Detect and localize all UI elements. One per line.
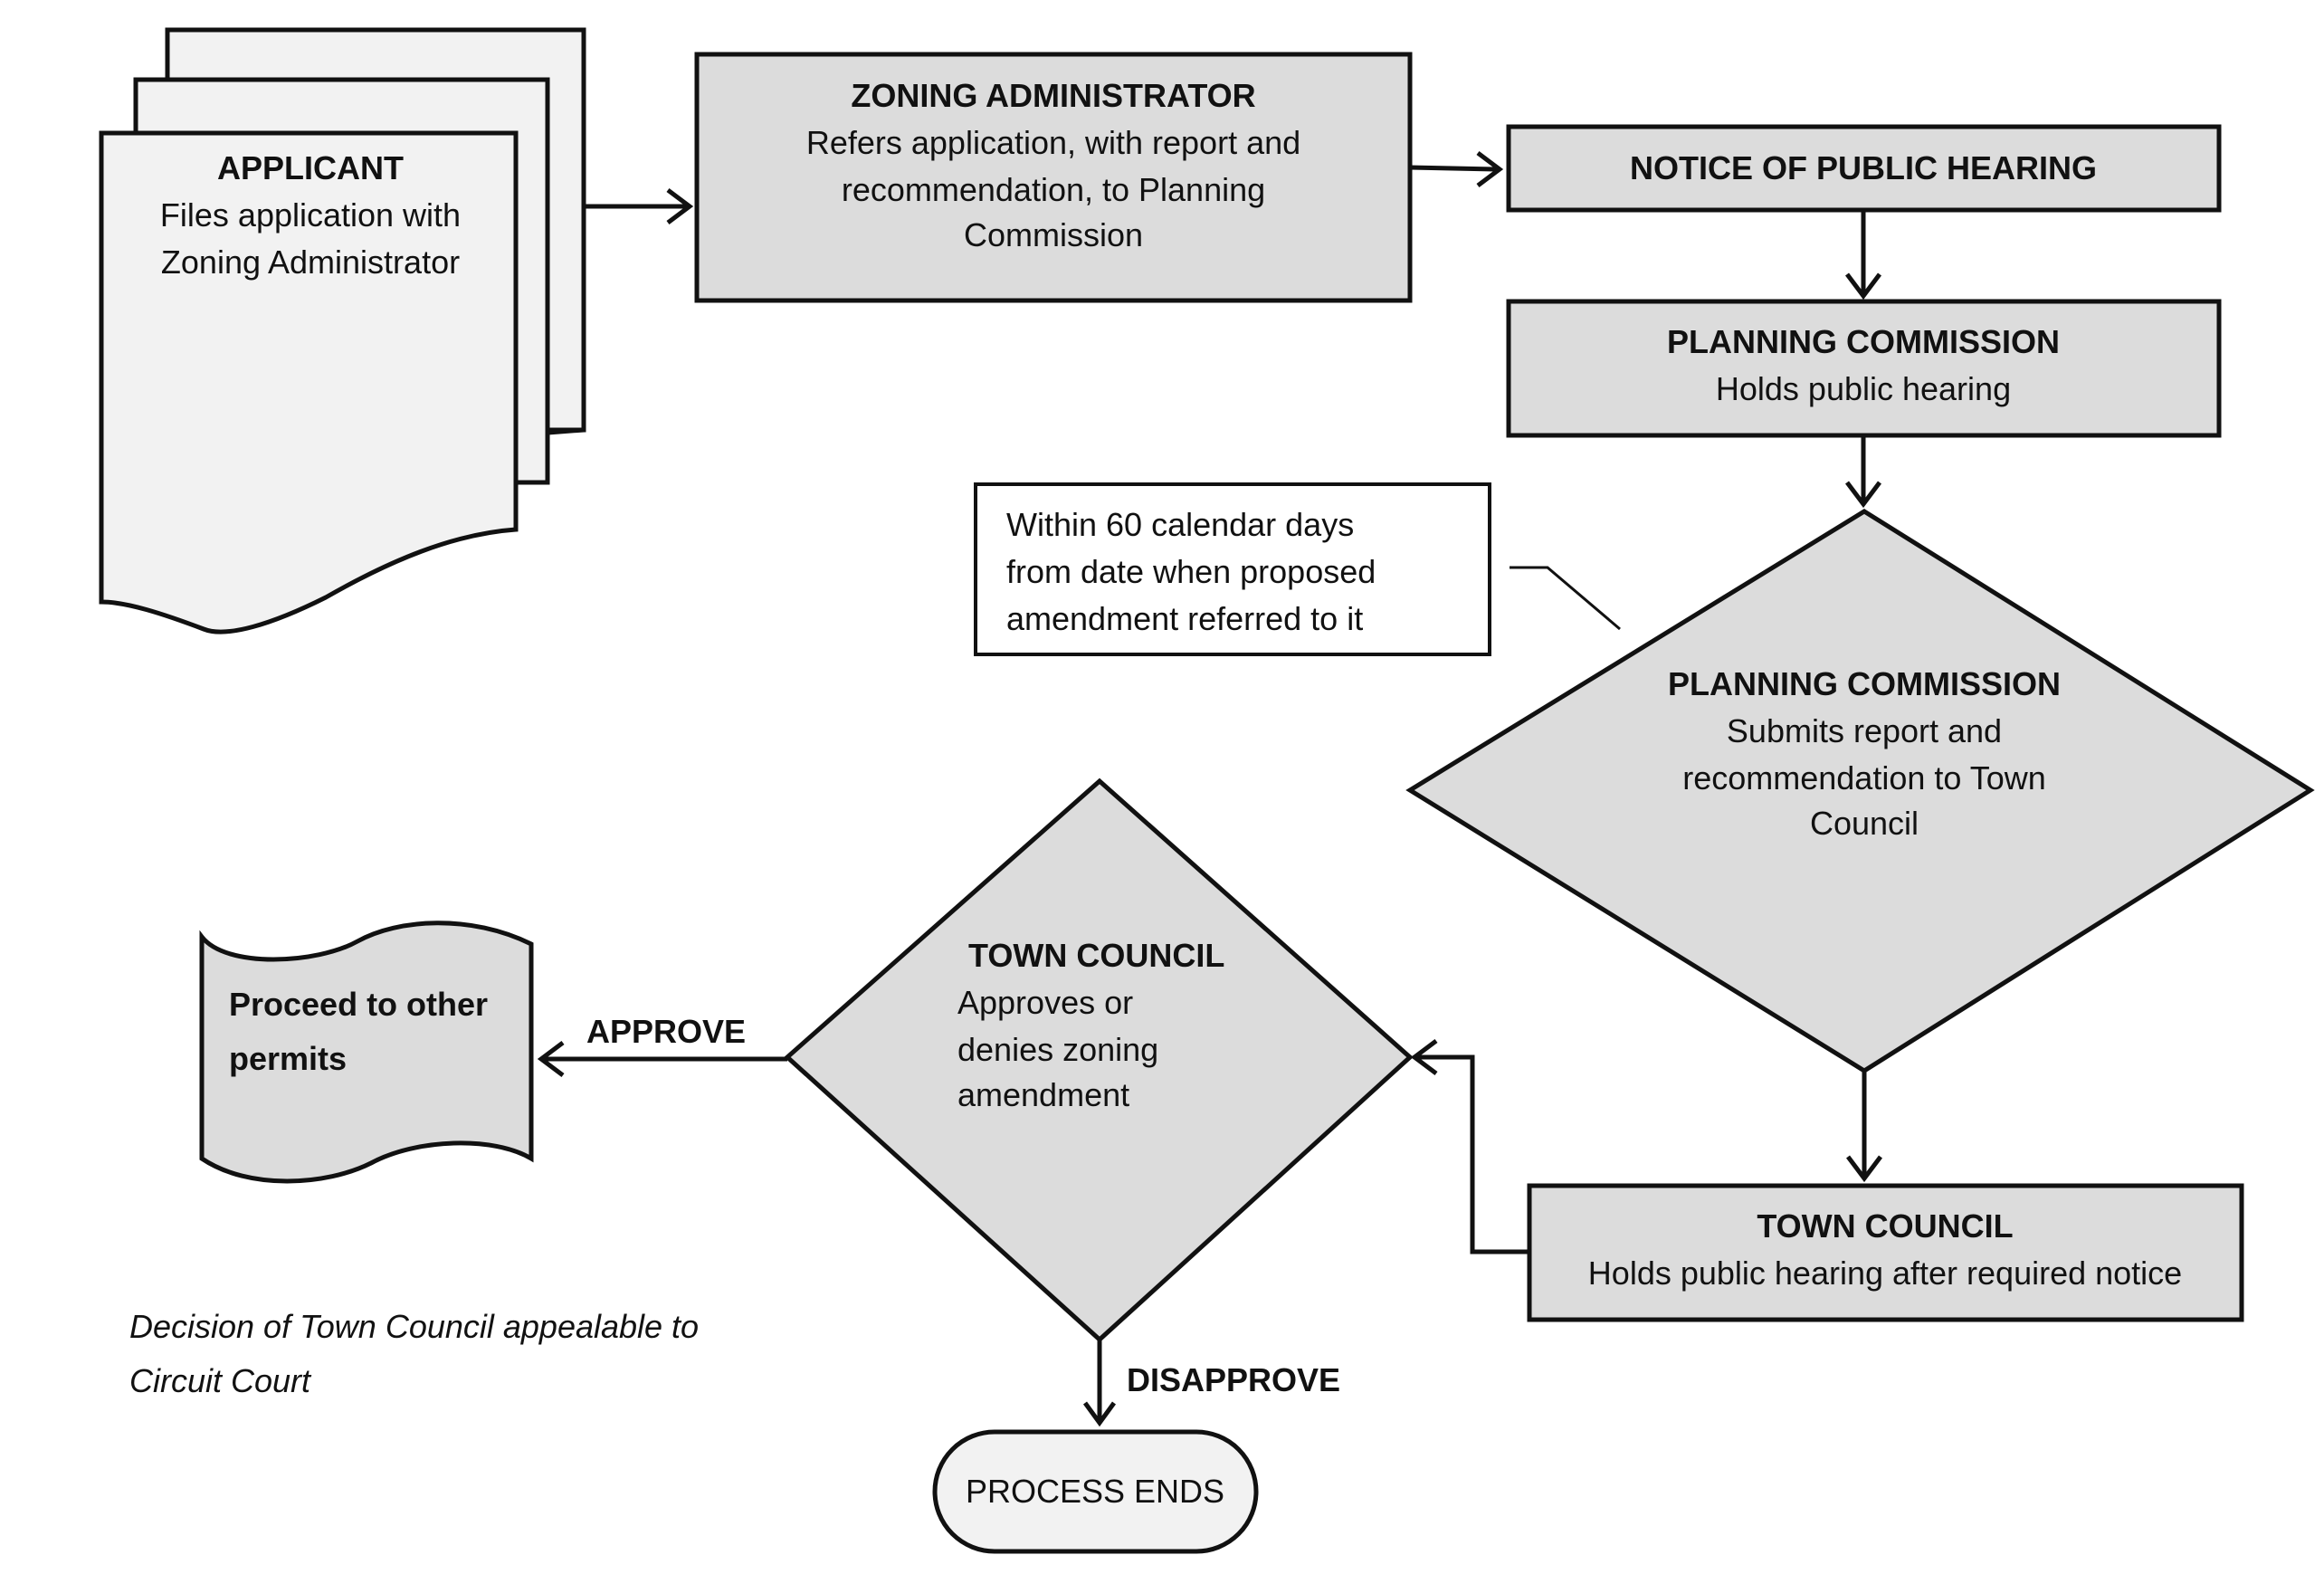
- notice-title: NOTICE OF PUBLIC HEARING: [1630, 149, 2097, 186]
- applicant-title: APPLICANT: [217, 149, 404, 186]
- deadline-note-line-3: amendment referred to it: [1006, 600, 1363, 637]
- appeal-note: Decision of Town Council appealable to C…: [129, 1308, 699, 1399]
- process-ends-terminator: PROCESS ENDS: [932, 1429, 1259, 1554]
- planning-report-title: PLANNING COMMISSION: [1668, 665, 2061, 702]
- other-permits-banner: Proceed to other permits: [199, 921, 534, 1184]
- deadline-note-line-2: from date when proposed: [1006, 553, 1376, 590]
- council-decision-line-1: Approves or: [957, 984, 1133, 1021]
- disapprove-label: DISAPPROVE: [1127, 1361, 1340, 1398]
- council-hearing-title: TOWN COUNCIL: [1757, 1207, 2013, 1245]
- council-decision-line-2: denies zoning: [957, 1031, 1158, 1068]
- other-permits-line-2: permits: [229, 1040, 347, 1077]
- planning-report-line-3: Council: [1810, 805, 1919, 842]
- deadline-note-connector: [1510, 566, 1621, 631]
- deadline-note: Within 60 calendar days from date when p…: [974, 482, 1621, 656]
- arrow-admin-to-notice: [1409, 151, 1504, 187]
- arrow-council-hearing-to-decision: [1410, 1039, 1529, 1254]
- process-ends-label: PROCESS ENDS: [966, 1473, 1224, 1510]
- planning-hearing-title: PLANNING COMMISSION: [1667, 323, 2060, 360]
- deadline-note-line-1: Within 60 calendar days: [1006, 506, 1354, 543]
- other-permits-line-1: Proceed to other: [229, 986, 488, 1023]
- arrow-report-to-council-hearing: [1846, 1071, 1882, 1183]
- approve-label: APPROVE: [586, 1013, 746, 1050]
- applicant-document-front-sheet: [99, 130, 519, 634]
- council-hearing-line-1: Holds public hearing after required noti…: [1588, 1254, 2182, 1292]
- applicant-line-2: Zoning Administrator: [161, 243, 460, 281]
- zoning-admin-line-3: Commission: [964, 216, 1143, 253]
- arrow-disapprove: DISAPPROVE: [1082, 1340, 1340, 1427]
- planning-report-line-2: recommendation to Town: [1682, 759, 2046, 797]
- council-decision-title: TOWN COUNCIL: [968, 937, 1224, 974]
- town-council-decision-diamond: TOWN COUNCIL Approves or denies zoning a…: [784, 777, 1414, 1343]
- appeal-note-line-2: Circuit Court: [129, 1362, 312, 1399]
- planning-commission-hearing-box: PLANNING COMMISSION Holds public hearing: [1506, 299, 2222, 438]
- arrow-approve: APPROVE: [537, 1013, 787, 1077]
- planning-report-line-1: Submits report and: [1727, 712, 2002, 749]
- zoning-administrator-box: ZONING ADMINISTRATOR Refers application,…: [694, 52, 1413, 303]
- zoning-admin-title: ZONING ADMINISTRATOR: [851, 77, 1255, 114]
- planning-commission-report-diamond: PLANNING COMMISSION Submits report and r…: [1405, 509, 2315, 1073]
- council-decision-line-3: amendment: [957, 1076, 1129, 1113]
- arrow-planning-hearing-to-report: [1845, 435, 1881, 509]
- planning-hearing-line-1: Holds public hearing: [1716, 370, 2011, 407]
- applicant-document-stack: APPLICANT Files application with Zoning …: [99, 27, 586, 634]
- arrow-applicant-to-admin: [584, 188, 694, 224]
- zoning-admin-line-1: Refers application, with report and: [806, 124, 1300, 161]
- arrow-notice-to-planning-hearing: [1845, 210, 1881, 300]
- town-council-hearing-box: TOWN COUNCIL Holds public hearing after …: [1527, 1183, 2244, 1322]
- applicant-line-1: Files application with: [160, 196, 461, 234]
- notice-of-public-hearing-box: NOTICE OF PUBLIC HEARING: [1506, 124, 2222, 213]
- zoning-admin-line-2: recommendation, to Planning: [842, 171, 1265, 208]
- appeal-note-line-1: Decision of Town Council appealable to: [129, 1308, 699, 1345]
